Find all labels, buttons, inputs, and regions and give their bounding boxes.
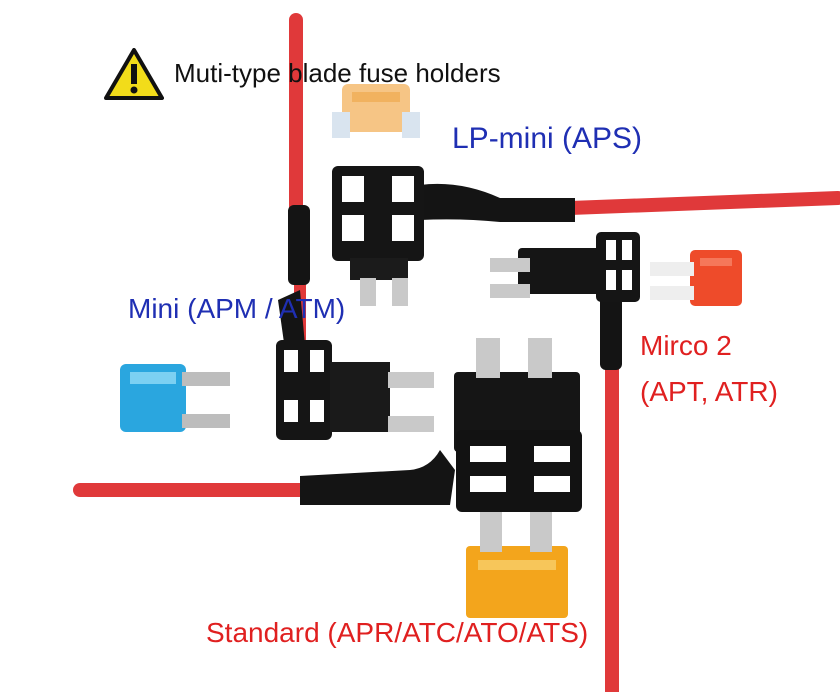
standard-holder bbox=[454, 338, 582, 512]
sleeves bbox=[278, 183, 622, 505]
lp-mini-holder bbox=[332, 166, 424, 306]
caption-title: Muti-type blade fuse holders bbox=[174, 58, 501, 88]
warning-triangle-icon bbox=[104, 48, 164, 100]
micro2-holder bbox=[490, 232, 640, 302]
lp-mini-fuse bbox=[332, 84, 420, 138]
micro2-fuse bbox=[650, 250, 742, 306]
label-micro2: Mirco 2 bbox=[640, 330, 732, 361]
label-micro2-types: (APT, ATR) bbox=[640, 376, 778, 407]
mini-holder bbox=[276, 340, 434, 440]
mini-fuse bbox=[120, 364, 230, 432]
label-mini: Mini (APM / ATM) bbox=[128, 293, 346, 324]
standard-fuse bbox=[466, 512, 568, 618]
label-standard: Standard (APR/ATC/ATO/ATS) bbox=[206, 617, 589, 648]
label-lp-mini: LP-mini (APS) bbox=[452, 122, 643, 155]
